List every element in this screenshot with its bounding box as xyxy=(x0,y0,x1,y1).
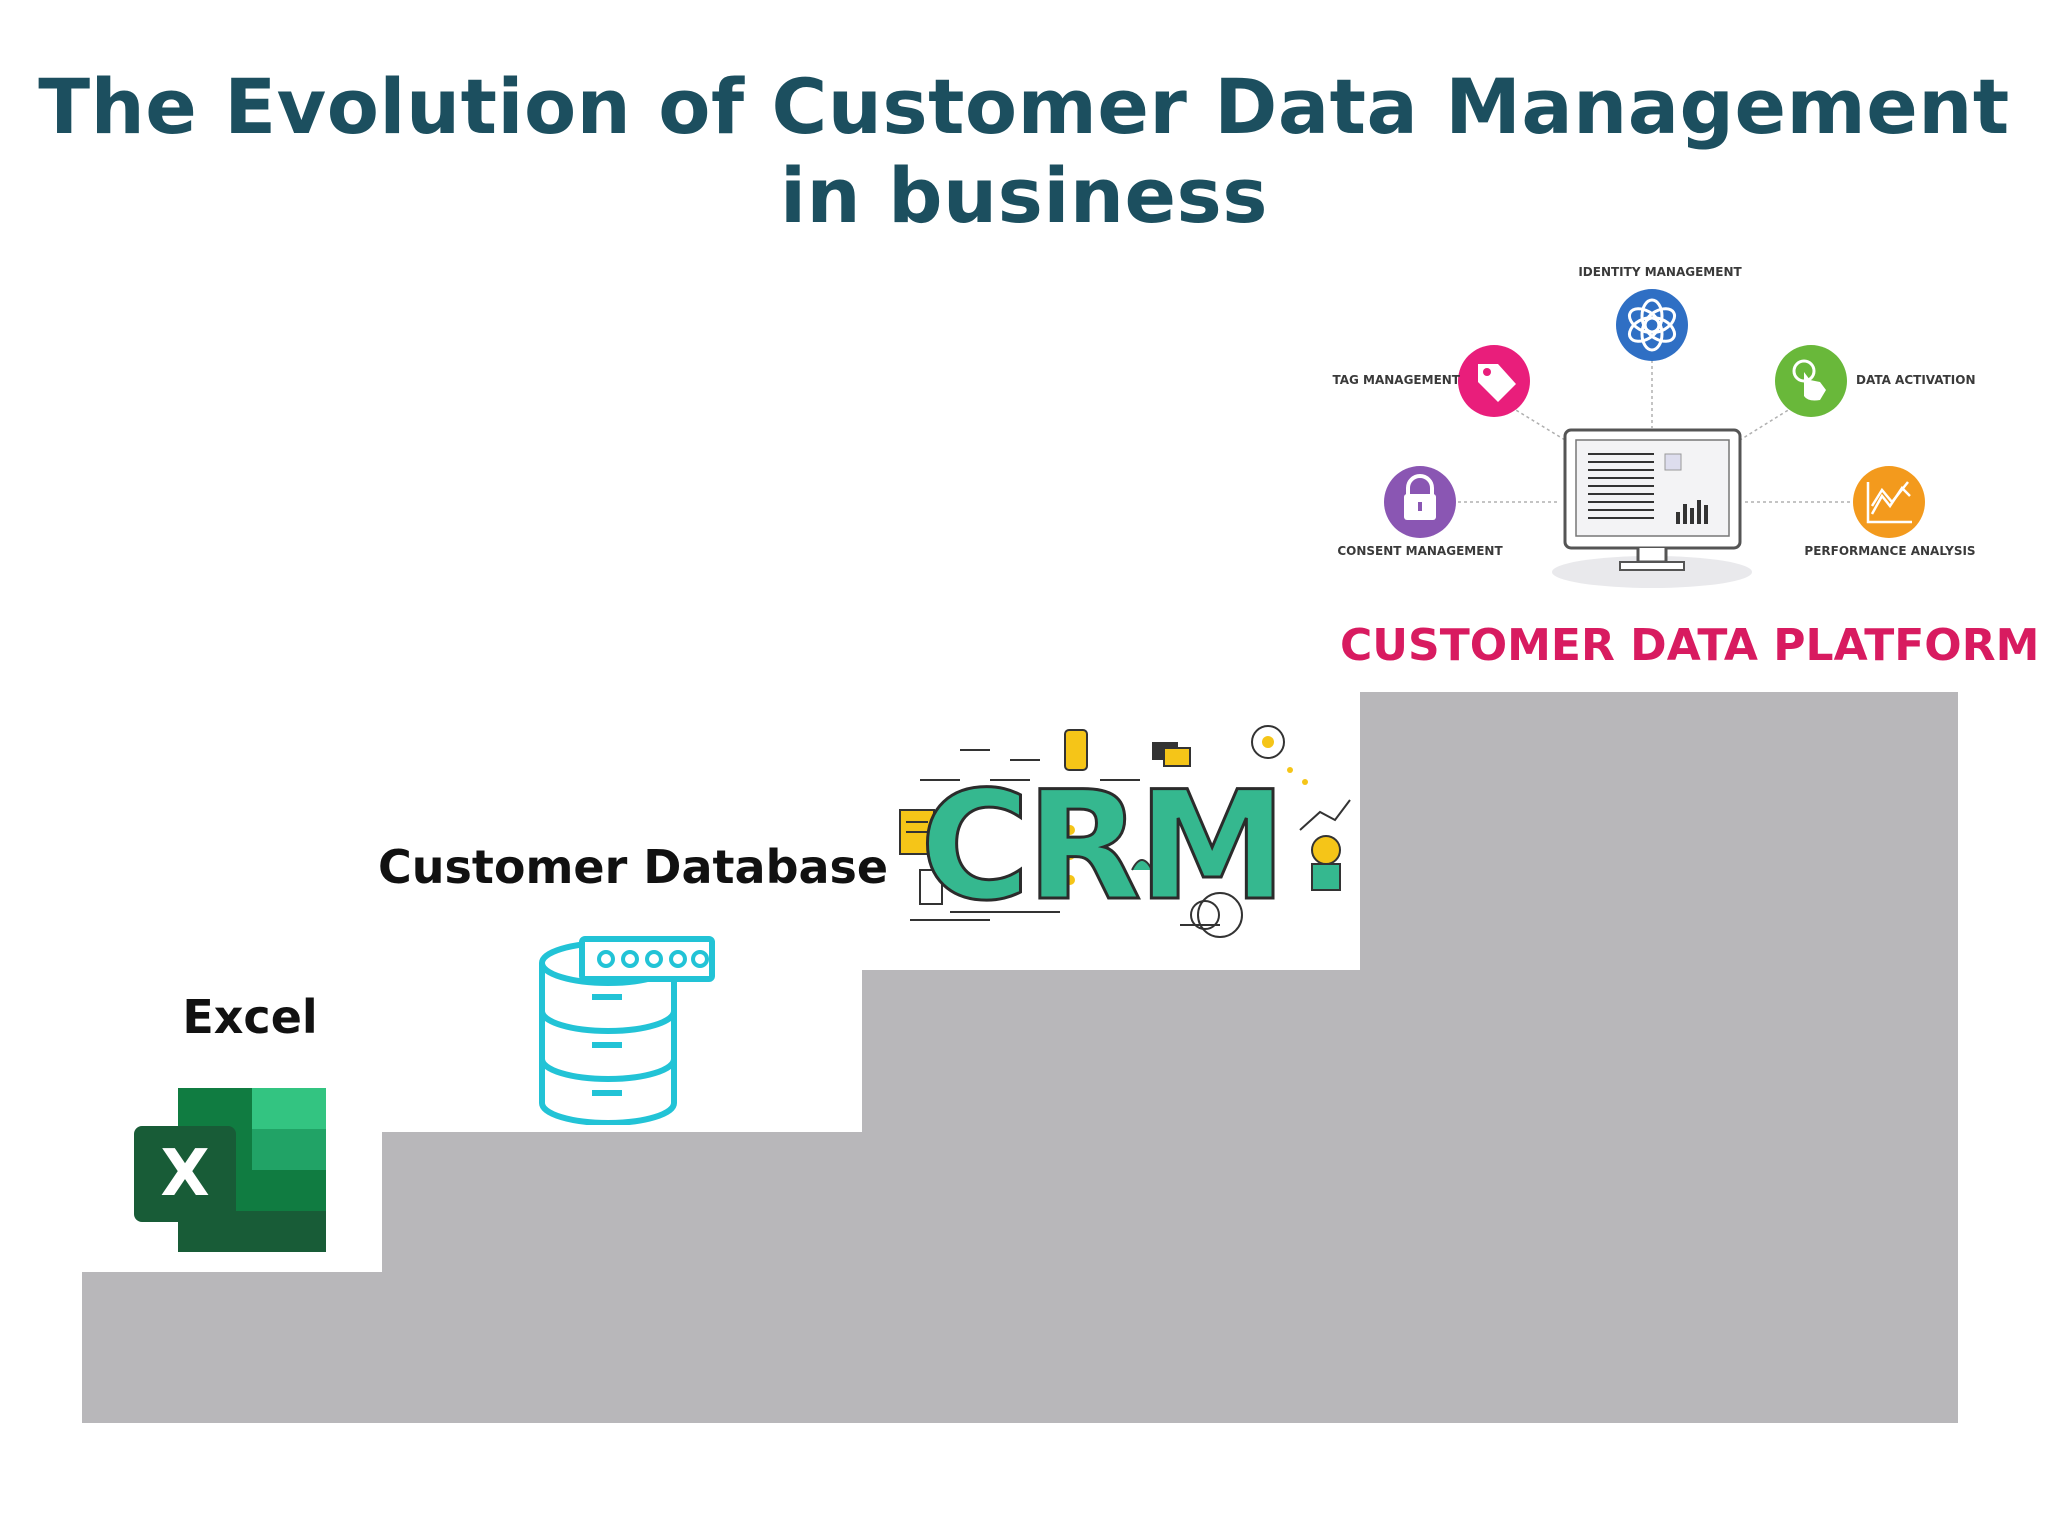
lock-icon xyxy=(1384,466,1456,538)
crm-illustration-icon xyxy=(899,725,1351,938)
stairs-shape xyxy=(82,692,1958,1423)
monitor-dashboard-icon xyxy=(1563,428,1742,571)
excel-letter: X xyxy=(160,1137,209,1211)
feature-label-consent: CONSENT MANAGEMENT xyxy=(1337,544,1503,558)
page-title: The Evolution of Customer Data Managemen… xyxy=(38,62,2010,240)
tag-icon xyxy=(1458,345,1530,417)
excel-logo-icon: X xyxy=(134,1088,326,1252)
cdp-diagram xyxy=(1384,289,1925,588)
feature-label-identity: IDENTITY MANAGEMENT xyxy=(1578,265,1742,279)
database-icon xyxy=(539,936,715,1125)
crm-word: CRM xyxy=(919,760,1289,934)
feature-label-performance: PERFORMANCE ANALYSIS xyxy=(1804,544,1976,558)
chart-line-icon xyxy=(1853,466,1925,538)
identity-swirl-icon xyxy=(1616,289,1688,361)
crm-illustration: CRM xyxy=(880,720,1360,950)
stage-label-cdp: CUSTOMER DATA PLATFORM xyxy=(1340,620,2040,671)
stage-label-excel: Excel xyxy=(182,990,318,1044)
feature-label-tag: TAG MANAGEMENT xyxy=(1332,373,1460,387)
hand-pointer-icon xyxy=(1775,345,1847,417)
feature-label-activation: DATA ACTIVATION xyxy=(1856,373,1976,387)
stage-label-customer-database: Customer Database xyxy=(378,840,889,894)
